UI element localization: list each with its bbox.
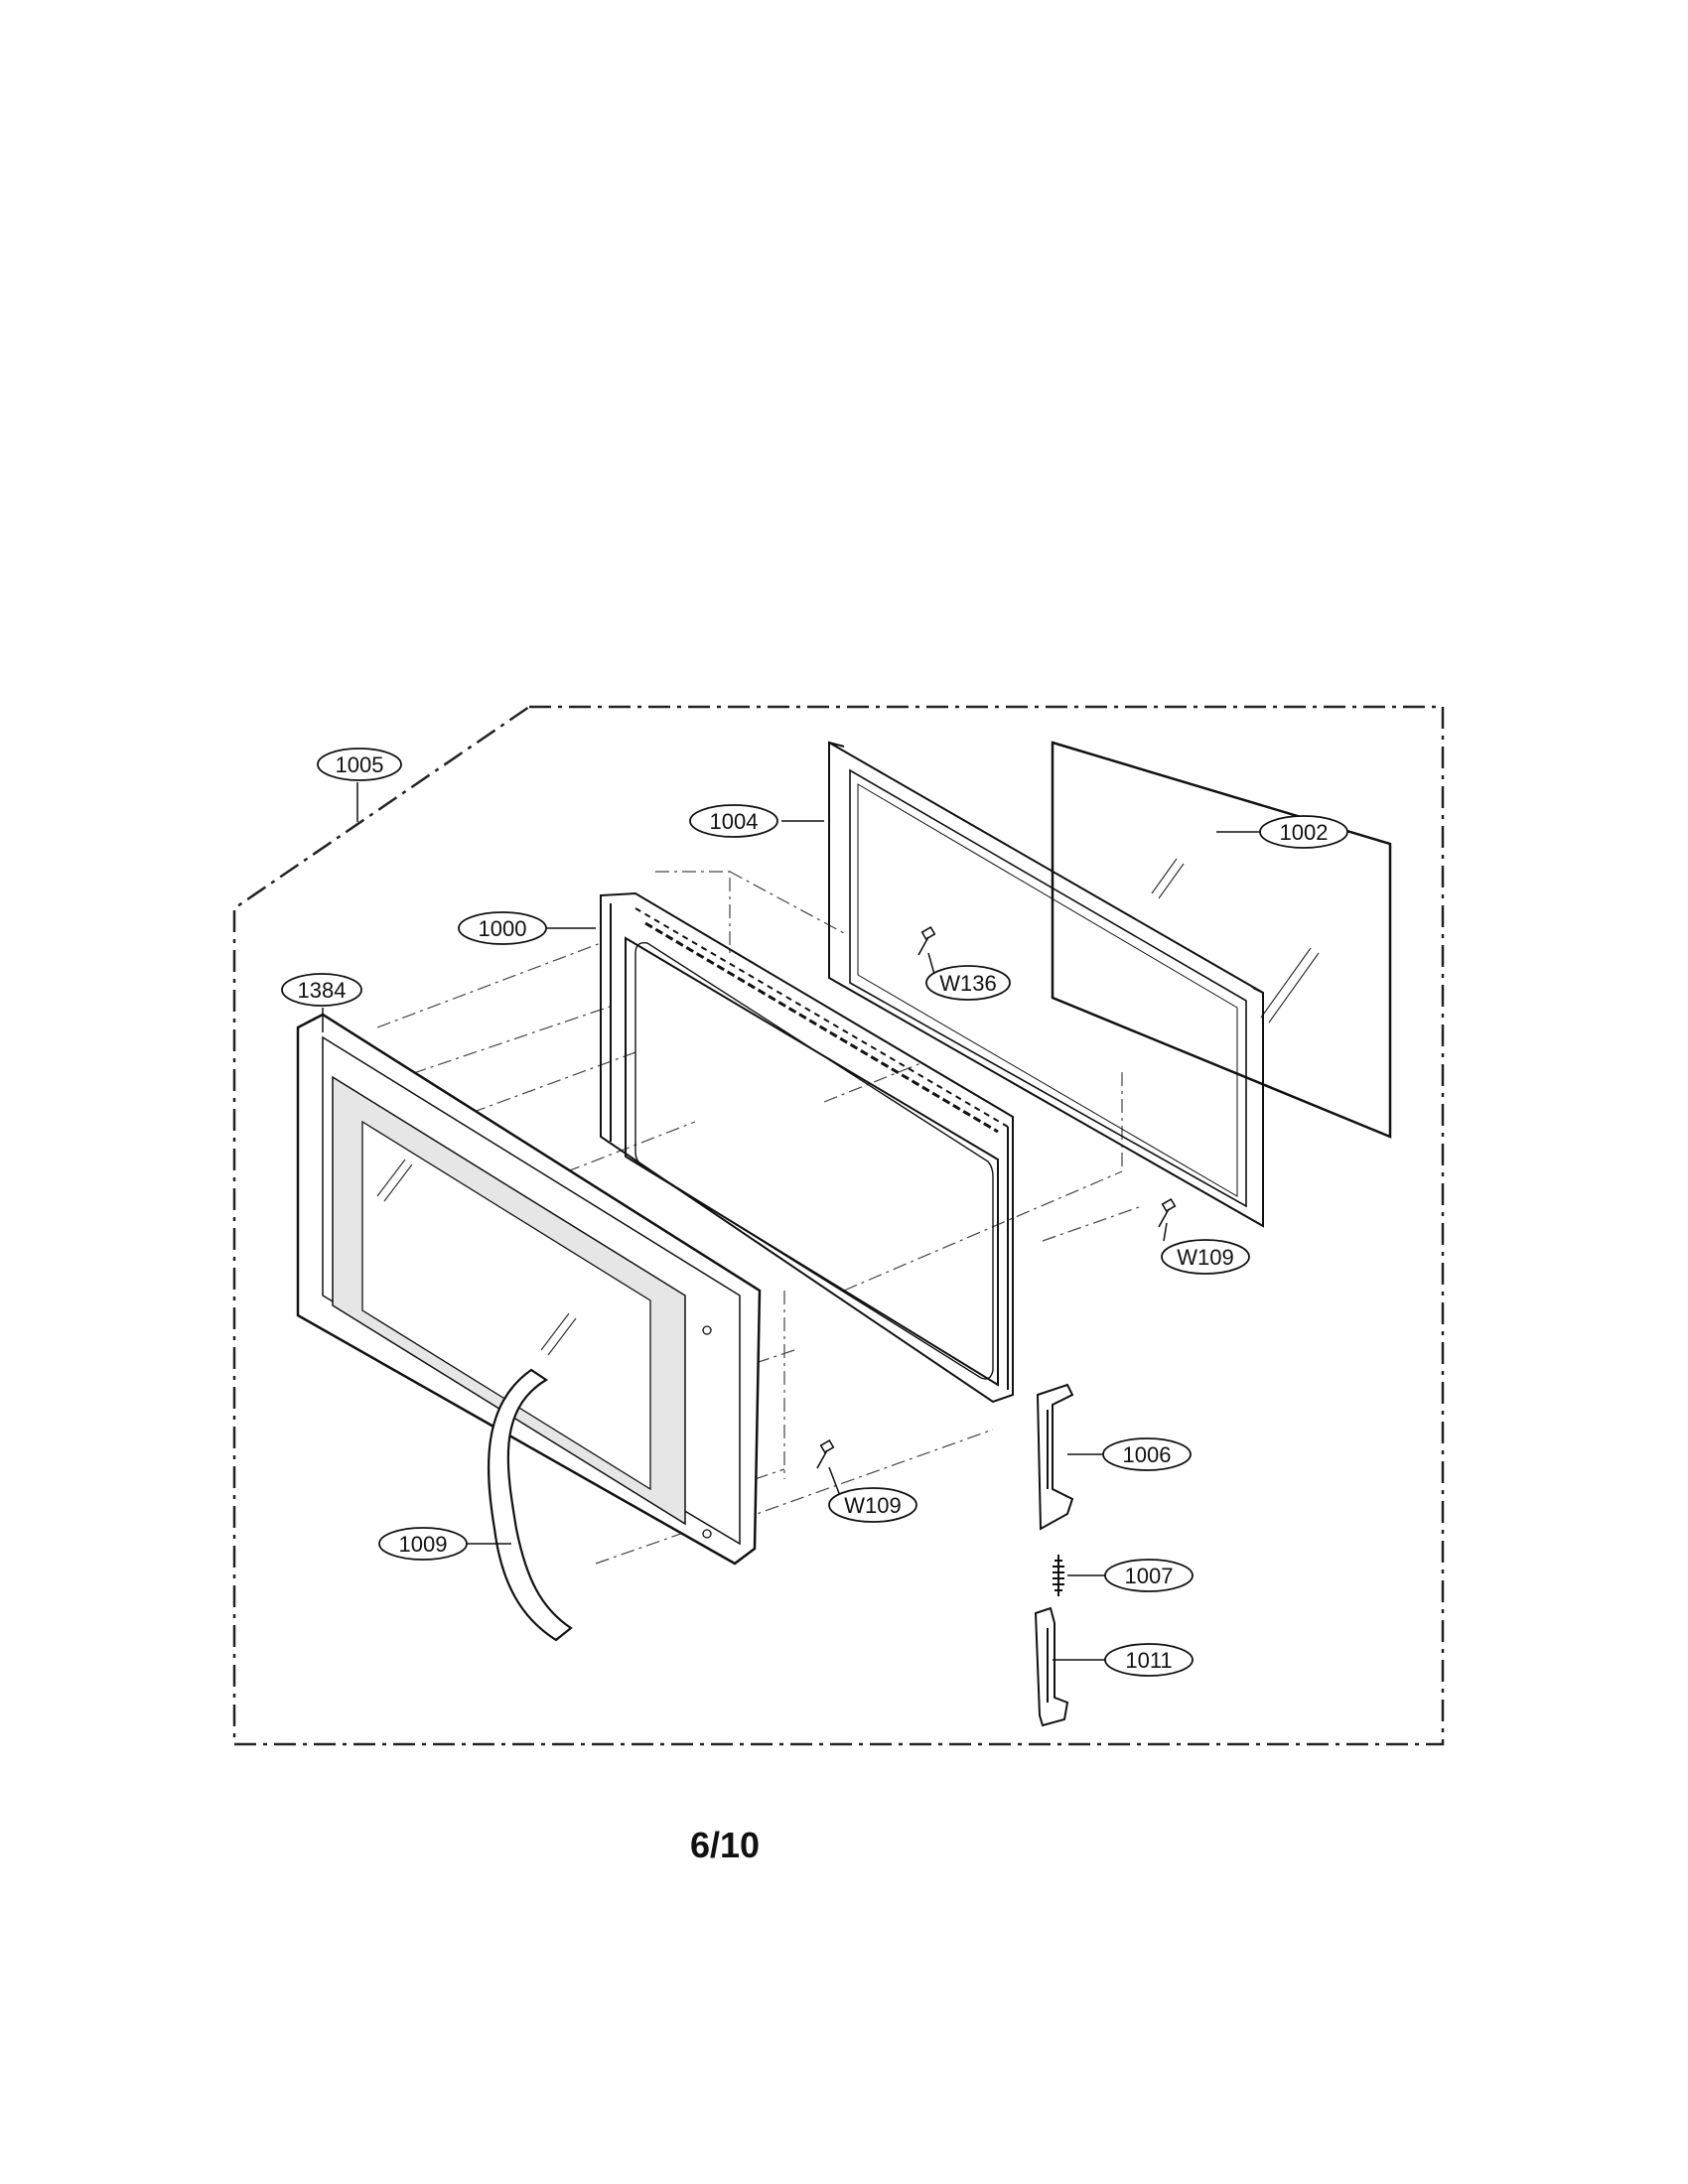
callout-1005: 1005: [317, 748, 402, 781]
alignment-lines: [376, 871, 1143, 1565]
callout-w109-left: W109: [828, 1487, 917, 1523]
callout-label: 1000: [479, 916, 527, 941]
callout-label: 1005: [336, 752, 384, 777]
part-1007-spring: [1053, 1555, 1064, 1596]
screw-w136: [917, 925, 936, 956]
part-1000-inner-frame: [600, 891, 1014, 1404]
callout-label: 1004: [710, 809, 759, 834]
callout-1004: 1004: [689, 804, 778, 838]
callout-w109-right: W109: [1161, 1239, 1250, 1275]
assembly-boundary: [232, 705, 1445, 1746]
callout-label: 1009: [399, 1532, 448, 1557]
screw-w109-left: [816, 1438, 835, 1469]
callout-label: 1007: [1125, 1564, 1174, 1588]
screw-w109-right: [1158, 1197, 1177, 1228]
callout-w136: W136: [925, 965, 1011, 1001]
callout-label: 1384: [298, 978, 347, 1003]
callout-label: W109: [844, 1493, 901, 1518]
part-1384-door: [296, 1013, 762, 1566]
callout-label: 1011: [1125, 1648, 1172, 1673]
callout-label: 1002: [1280, 820, 1329, 845]
part-1011-lever: [1034, 1606, 1069, 1727]
callout-1000: 1000: [458, 911, 547, 945]
callout-1011: 1011: [1104, 1643, 1194, 1677]
part-1002-glass: [1051, 741, 1392, 1139]
callout-label: W109: [1177, 1245, 1233, 1270]
callout-label: 1006: [1123, 1442, 1172, 1467]
callout-1006: 1006: [1102, 1437, 1192, 1471]
callout-1384: 1384: [281, 973, 362, 1007]
part-1004-frame: [828, 741, 1264, 1228]
callout-1007: 1007: [1104, 1559, 1194, 1592]
part-1006-latch: [1036, 1383, 1074, 1531]
callout-label: W136: [939, 971, 996, 996]
callout-1009: 1009: [378, 1527, 468, 1561]
part-1009-seal: [487, 1368, 573, 1642]
page-number: 6/10: [689, 1825, 761, 1865]
callout-1002: 1002: [1259, 815, 1348, 849]
